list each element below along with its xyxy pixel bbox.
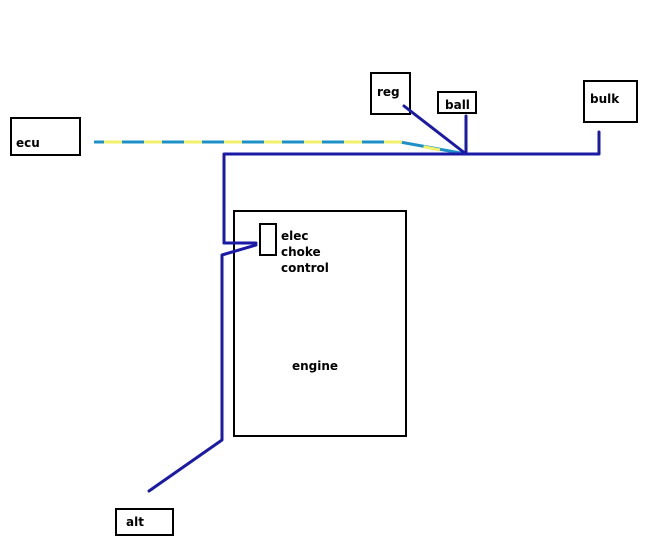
engine-box: engine (233, 210, 407, 437)
wire-bulk-to-bus (222, 130, 601, 245)
ball-label: ball (445, 98, 470, 112)
alt-label: alt (126, 515, 144, 529)
reg-box: reg (370, 72, 411, 115)
elec-label-line2: choke (281, 245, 321, 259)
ecu-striped-wire-stripe (104, 140, 441, 152)
alt-box: alt (115, 508, 174, 536)
reg-label: reg (377, 85, 400, 99)
wire-choke-to-alt (147, 243, 258, 493)
engine-label: engine (292, 359, 338, 373)
bulk-box: bulk (583, 80, 638, 123)
ball-box: ball (437, 91, 477, 114)
blue-wires (147, 104, 601, 493)
ecu-striped-wire-base (94, 140, 467, 156)
ecu-label: ecu (16, 136, 40, 150)
bulk-label: bulk (590, 92, 620, 106)
wire-reg-to-junction (402, 104, 468, 156)
elec-choke-control-box: elec choke control (259, 223, 329, 275)
elec-label-line1: elec (281, 229, 309, 243)
elec-label-line3: control (281, 261, 329, 275)
ecu-box: ecu (10, 117, 81, 156)
